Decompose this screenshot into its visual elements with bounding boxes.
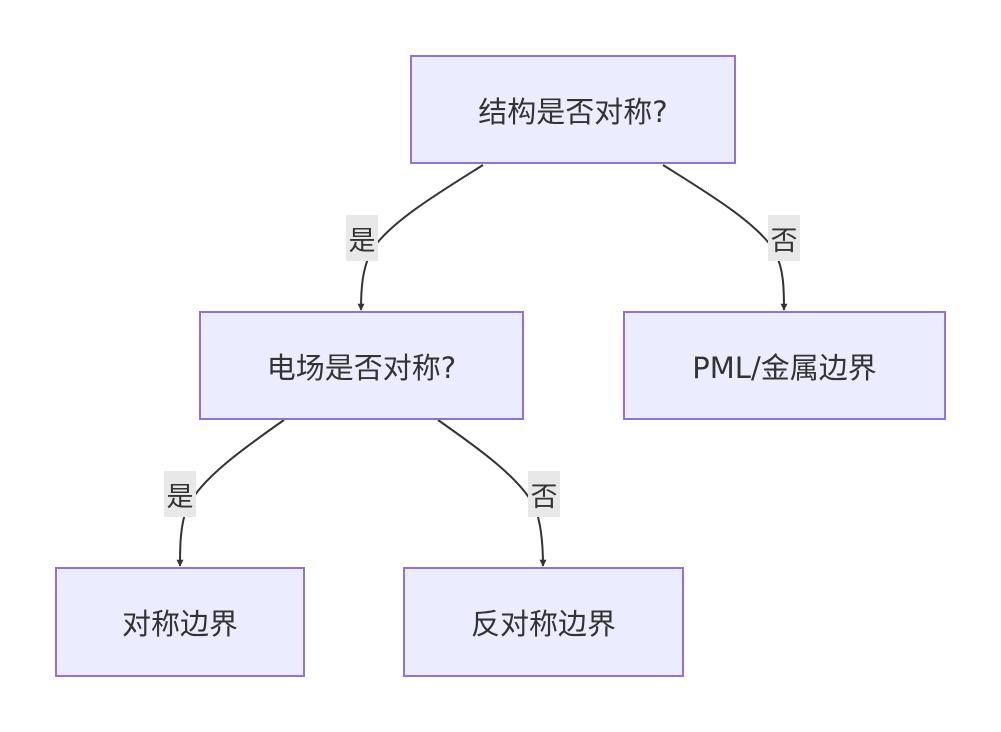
node-pml-metal-boundary: PML/金属边界 [623,311,946,420]
node-antisymmetric-boundary: 反对称边界 [403,567,684,677]
node-field-symmetric: 电场是否对称? [199,311,524,420]
edge-label-no: 否 [768,215,800,261]
edge-label-yes: 是 [164,471,196,517]
edge-label-no: 否 [528,471,560,517]
edge-label-yes: 是 [346,215,378,261]
edge-root-to-pml [662,164,788,311]
node-structure-symmetric: 结构是否对称? [410,55,736,164]
node-symmetric-boundary: 对称边界 [55,567,305,677]
edge-root-to-efield [357,164,484,311]
